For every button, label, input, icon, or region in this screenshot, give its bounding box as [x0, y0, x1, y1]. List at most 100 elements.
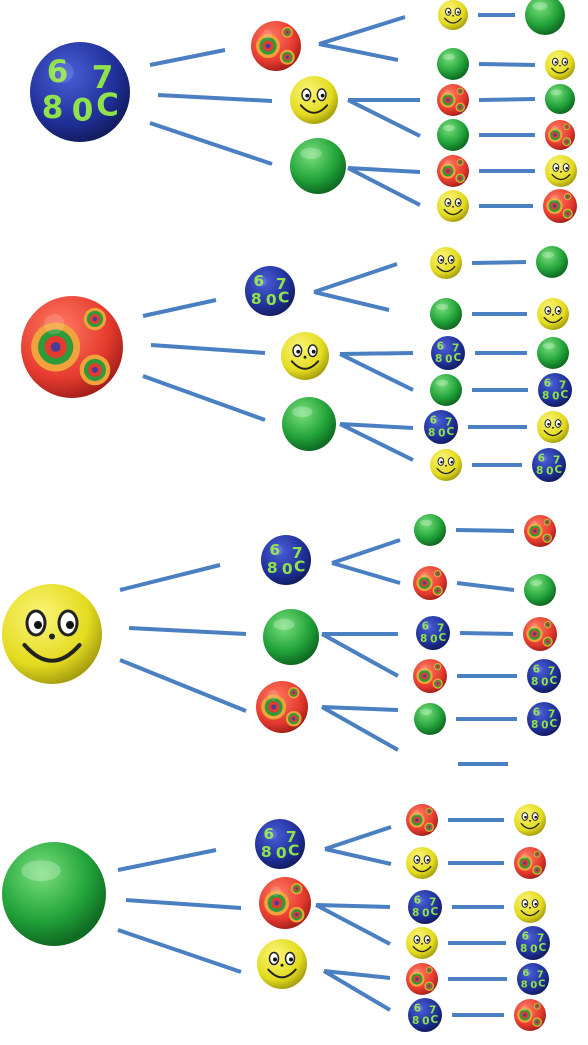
green-ball [524, 574, 556, 606]
branch-line [347, 98, 421, 138]
branch-line [456, 581, 515, 592]
svg-text:8: 8 [267, 559, 278, 577]
red-target-ball [437, 84, 469, 116]
yellow-smiley-ball [537, 298, 569, 330]
yellow-smiley-ball [437, 190, 469, 222]
svg-text:6: 6 [47, 54, 69, 90]
svg-text:6: 6 [414, 1003, 421, 1015]
svg-text:7: 7 [452, 343, 459, 355]
svg-text:C: C [438, 632, 446, 644]
green-ball [263, 609, 319, 665]
svg-text:C: C [430, 1014, 438, 1026]
yellow-smiley-ball [2, 584, 102, 684]
red-target-ball [543, 189, 577, 223]
branch-line [478, 62, 536, 67]
svg-text:6: 6 [544, 378, 551, 390]
green-ball [437, 48, 469, 80]
svg-text:0: 0 [438, 428, 445, 440]
svg-text:C: C [538, 978, 545, 989]
svg-text:6: 6 [263, 825, 274, 843]
red-target-ball [437, 155, 469, 187]
green-ball [525, 0, 565, 35]
branch-line [324, 825, 392, 851]
branch-line [125, 898, 242, 910]
svg-text:7: 7 [92, 60, 114, 96]
red-target-ball [514, 999, 546, 1031]
red-target-ball [21, 296, 123, 398]
svg-text:0: 0 [276, 844, 287, 862]
svg-text:C: C [278, 289, 289, 307]
red-target-ball [545, 120, 575, 150]
branch-line [149, 121, 273, 166]
branch-line [315, 903, 391, 946]
yellow-smiley-ball [290, 76, 338, 124]
svg-text:7: 7 [559, 380, 566, 392]
red-target-ball [524, 515, 556, 547]
yellow-smiley-ball [545, 155, 577, 187]
green-ball [536, 246, 568, 278]
yellow-smiley-ball [430, 449, 462, 481]
branch-line [323, 969, 391, 980]
green-ball [430, 374, 462, 406]
branch-line [471, 260, 527, 265]
branch-line [142, 374, 266, 422]
svg-text:6: 6 [533, 707, 540, 719]
red-target-ball [406, 804, 438, 836]
branch-line [128, 626, 247, 636]
branch-line [318, 15, 406, 46]
branch-line [347, 166, 421, 207]
svg-text:6: 6 [422, 621, 429, 633]
branch-line [321, 632, 399, 678]
svg-text:8: 8 [536, 465, 543, 477]
svg-text:6: 6 [253, 272, 264, 290]
branch-line [150, 343, 266, 355]
branch-line [313, 262, 398, 294]
yellow-smiley-ball [430, 247, 462, 279]
svg-text:C: C [430, 906, 438, 918]
svg-text:7: 7 [537, 933, 544, 945]
svg-text:0: 0 [422, 908, 429, 920]
red-target-ball [523, 617, 557, 651]
svg-text:7: 7 [553, 455, 560, 467]
svg-text:6: 6 [538, 453, 545, 465]
svg-text:8: 8 [428, 427, 435, 439]
svg-text:7: 7 [437, 623, 444, 635]
branch-line [117, 848, 217, 872]
green-ball [414, 514, 446, 546]
svg-text:C: C [294, 558, 305, 576]
svg-text:8: 8 [261, 843, 272, 861]
green-ball [290, 138, 346, 194]
yellow-smiley-ball [406, 927, 438, 959]
svg-text:7: 7 [537, 970, 544, 981]
svg-text:7: 7 [292, 544, 303, 562]
yellow-smiley-ball [438, 0, 468, 30]
branch-line [339, 422, 414, 462]
svg-text:C: C [549, 718, 557, 730]
red-target-ball [413, 566, 447, 600]
green-ball [437, 119, 469, 151]
branch-line [339, 351, 414, 356]
green-ball [2, 842, 106, 946]
branch-line [321, 705, 399, 712]
svg-text:C: C [538, 942, 546, 954]
svg-text:8: 8 [412, 907, 419, 919]
yellow-smiley-ball [257, 939, 307, 989]
svg-text:6: 6 [437, 341, 444, 353]
svg-text:7: 7 [286, 828, 297, 846]
red-target-ball [251, 21, 301, 71]
branch-line [455, 528, 515, 533]
svg-text:0: 0 [282, 560, 293, 578]
svg-text:8: 8 [531, 676, 538, 688]
svg-text:0: 0 [530, 944, 537, 956]
red-target-ball [514, 847, 546, 879]
svg-text:6: 6 [533, 664, 540, 676]
green-ball [282, 397, 336, 451]
svg-text:8: 8 [420, 633, 427, 645]
